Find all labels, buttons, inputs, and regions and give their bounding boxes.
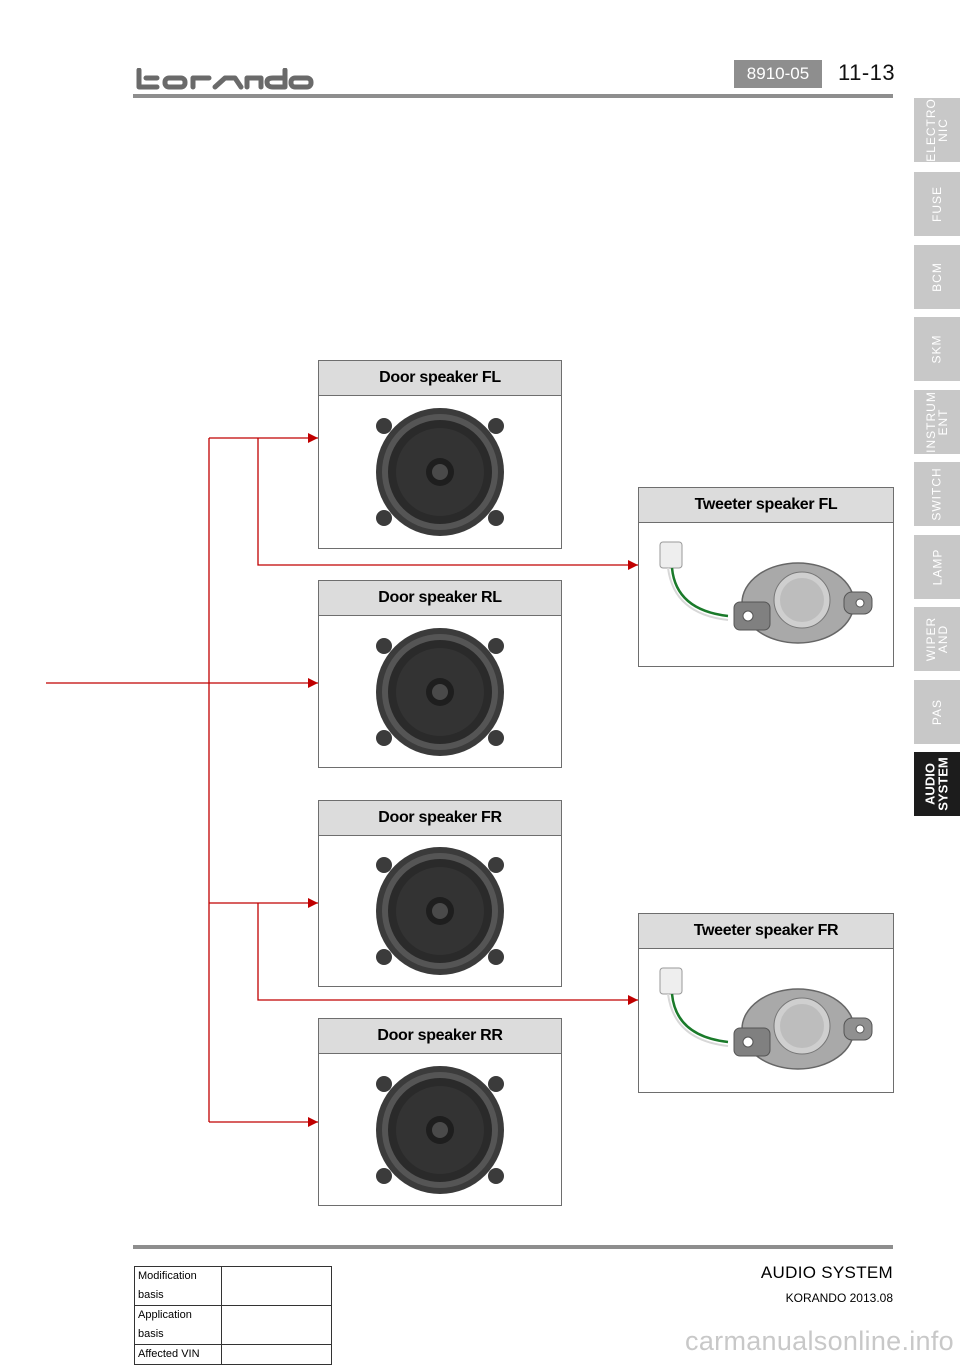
application-basis-value — [221, 1305, 332, 1345]
header-divider — [133, 94, 893, 98]
tweeter-speaker-fr-image — [639, 949, 893, 1092]
table-row: Affected VIN — [134, 1344, 332, 1365]
woofer-speaker-icon — [376, 627, 504, 756]
affected-vin-value — [221, 1344, 332, 1365]
wire-to-tweeter-fr — [257, 903, 638, 1005]
door-speaker-fl-label: Door speaker FL — [319, 361, 561, 396]
tweeter-speaker-fl-box: Tweeter speaker FL — [638, 487, 894, 667]
tab-electronic[interactable]: ELECTRO NIC — [914, 98, 960, 162]
woofer-speaker-icon — [376, 847, 504, 975]
modification-basis-label: Modification basis — [134, 1266, 222, 1306]
woofer-speaker-icon — [376, 1065, 504, 1194]
tweeter-speaker-fr-label: Tweeter speaker FR — [639, 914, 893, 949]
modification-table: Modification basis Application basis Aff… — [134, 1266, 332, 1365]
door-speaker-fl-image — [319, 396, 561, 548]
door-speaker-fr-image — [319, 836, 561, 986]
tab-bcm[interactable]: BCM — [914, 245, 960, 309]
tab-pas[interactable]: PAS — [914, 680, 960, 744]
door-speaker-rr-image — [319, 1054, 561, 1205]
affected-vin-label: Affected VIN — [134, 1344, 222, 1365]
modification-basis-value — [221, 1266, 332, 1306]
footer-divider — [133, 1245, 893, 1249]
door-speaker-fr-box: Door speaker FR — [318, 800, 562, 987]
tab-wiper[interactable]: WIPER AND — [914, 607, 960, 671]
door-speaker-rl-box: Door speaker RL — [318, 580, 562, 768]
footer-section-title: AUDIO SYSTEM — [760, 1263, 893, 1282]
tweeter-speaker-icon — [659, 541, 873, 644]
wire-to-tweeter-fl — [257, 438, 638, 570]
footer-model-date: KORANDO 2013.08 — [785, 1291, 893, 1305]
tweeter-speaker-icon — [659, 967, 873, 1070]
page-number: 11-13 — [838, 60, 896, 85]
tweeter-speaker-fl-label: Tweeter speaker FL — [639, 488, 893, 523]
door-speaker-fr-label: Door speaker FR — [319, 801, 561, 836]
korando-logo — [136, 68, 314, 90]
tab-instrument[interactable]: INSTRUM ENT — [914, 390, 960, 454]
tab-lamp[interactable]: LAMP — [914, 535, 960, 599]
tweeter-speaker-fl-image — [639, 523, 893, 666]
door-speaker-fl-box: Door speaker FL — [318, 360, 562, 549]
tab-skm[interactable]: SKM — [914, 317, 960, 381]
door-speaker-rl-image — [319, 616, 561, 767]
tab-switch[interactable]: SWITCH — [914, 462, 960, 526]
application-basis-label: Application basis — [134, 1305, 222, 1345]
door-speaker-rr-box: Door speaker RR — [318, 1018, 562, 1206]
door-speaker-rr-label: Door speaker RR — [319, 1019, 561, 1054]
table-row: Modification basis — [134, 1266, 332, 1306]
table-row: Application basis — [134, 1305, 332, 1345]
door-speaker-rl-label: Door speaker RL — [319, 581, 561, 616]
tab-audio-system[interactable]: AUDIO SYSTEM — [914, 752, 960, 816]
tab-fuse[interactable]: FUSE — [914, 172, 960, 236]
tweeter-speaker-fr-box: Tweeter speaker FR — [638, 913, 894, 1093]
woofer-speaker-icon — [376, 408, 504, 536]
section-code-badge: 8910-05 — [734, 60, 822, 88]
watermark-text: carmanualsonline.info — [685, 1326, 954, 1356]
